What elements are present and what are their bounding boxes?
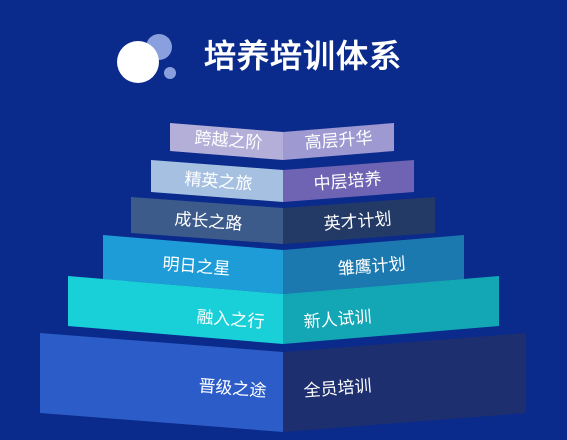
tier-5: 晋级之途 全员培训 bbox=[40, 333, 526, 432]
circles-logo-icon bbox=[117, 34, 176, 83]
tier-5-right-panel bbox=[283, 333, 526, 432]
tier-3-left-panel bbox=[103, 235, 283, 294]
tier-1: 精英之旅 中层培养 bbox=[151, 160, 414, 202]
tier-0: 跨越之阶 高层升华 bbox=[170, 123, 394, 160]
tier-1-left-panel bbox=[151, 160, 283, 202]
tier-2-right-panel bbox=[283, 197, 435, 244]
tier-5-left-panel bbox=[40, 333, 283, 432]
tier-3: 明日之星 雏鹰计划 bbox=[103, 235, 464, 294]
tier-3-right-panel bbox=[283, 235, 464, 294]
tier-0-right-panel bbox=[283, 123, 394, 160]
tier-4-right-panel bbox=[283, 276, 499, 344]
tier-2-left-panel bbox=[131, 197, 283, 244]
tier-1-right-panel bbox=[283, 160, 414, 202]
tier-4-left-panel bbox=[68, 276, 283, 344]
tier-4: 融入之行 新人试训 bbox=[68, 276, 499, 344]
page-title: 培养培训体系 bbox=[204, 37, 403, 75]
tier-0-left-panel bbox=[170, 123, 283, 160]
tier-2: 成长之路 英才计划 bbox=[131, 197, 435, 244]
